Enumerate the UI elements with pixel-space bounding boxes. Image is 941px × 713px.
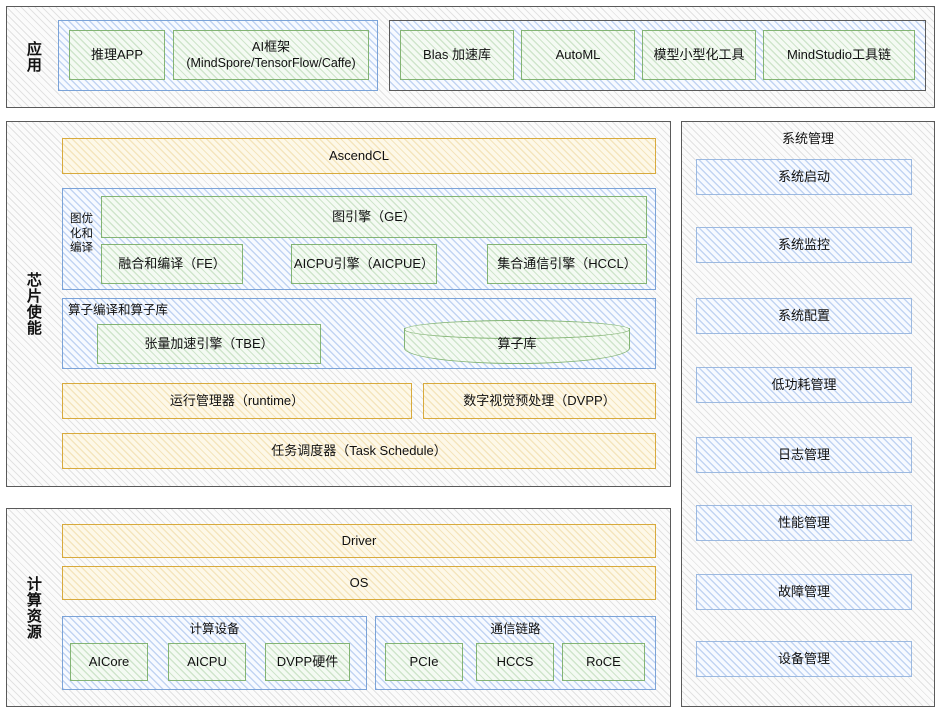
sysmgmt-item-performance[interactable]: 性能管理 bbox=[696, 505, 912, 541]
chip-enablement-section-label: 芯片使能 bbox=[10, 123, 56, 485]
aicore-box[interactable]: AICore bbox=[70, 643, 148, 681]
sysmgmt-item-system-boot[interactable]: 系统启动 bbox=[696, 159, 912, 195]
fusion-engine-box[interactable]: 融合和编译（FE） bbox=[101, 244, 243, 284]
sysmgmt-item-system-config[interactable]: 系统配置 bbox=[696, 298, 912, 334]
app-item-model-compression[interactable]: 模型小型化工具 bbox=[642, 30, 756, 80]
graph-engine-box[interactable]: 图引擎（GE） bbox=[101, 196, 647, 238]
operator-library-label: 算子库 bbox=[497, 335, 537, 351]
os-box[interactable]: OS bbox=[62, 566, 656, 600]
app-item-automl[interactable]: AutoML bbox=[521, 30, 635, 80]
graph-opt-label-line3: 编译 bbox=[70, 242, 93, 255]
hccl-engine-box[interactable]: 集合通信引擎（HCCL） bbox=[487, 244, 647, 284]
system-management-heading: 系统管理 bbox=[781, 131, 834, 146]
sysmgmt-item-fault-management[interactable]: 故障管理 bbox=[696, 574, 912, 610]
communication-links-group-label: 通信链路 bbox=[490, 622, 541, 636]
aicpu-engine-box[interactable]: AICPU引擎（AICPUE） bbox=[291, 244, 437, 284]
task-schedule-box[interactable]: 任务调度器（Task Schedule） bbox=[62, 433, 656, 469]
operator-group-label: 算子编译和算子库 bbox=[68, 303, 169, 317]
sysmgmt-item-low-power[interactable]: 低功耗管理 bbox=[696, 367, 912, 403]
aicpu-box[interactable]: AICPU bbox=[168, 643, 246, 681]
driver-box[interactable]: Driver bbox=[62, 524, 656, 558]
computing-resource-section-label-text: 计算资源 bbox=[24, 575, 42, 640]
operator-library-cylinder-top bbox=[404, 320, 630, 339]
computing-resource-section-label: 计算资源 bbox=[10, 510, 56, 705]
pcie-box[interactable]: PCIe bbox=[385, 643, 463, 681]
app-item-inference[interactable]: 推理APP bbox=[69, 30, 165, 80]
chip-enablement-section-label-text: 芯片使能 bbox=[24, 272, 42, 336]
graph-opt-label-line1: 图优 bbox=[70, 213, 93, 225]
application-section-label: 应用 bbox=[10, 8, 56, 106]
application-section-label-text: 应用 bbox=[24, 41, 42, 73]
system-management-section bbox=[681, 121, 935, 707]
sysmgmt-item-system-monitor[interactable]: 系统监控 bbox=[696, 227, 912, 263]
tbe-box[interactable]: 张量加速引擎（TBE） bbox=[97, 324, 321, 364]
app-item-ai-framework[interactable]: AI框架 (MindSpore/TensorFlow/Caffe) bbox=[173, 30, 369, 80]
graph-optimization-group-label: 图优 化和 编译 bbox=[70, 212, 100, 256]
operator-library-cylinder[interactable]: 算子库 bbox=[404, 320, 630, 364]
hccs-box[interactable]: HCCS bbox=[476, 643, 554, 681]
graph-opt-label-line2: 化和 bbox=[70, 227, 93, 240]
roce-box[interactable]: RoCE bbox=[562, 643, 645, 681]
app-item-ai-framework-line1: AI框架 bbox=[251, 38, 291, 54]
sysmgmt-item-log-management[interactable]: 日志管理 bbox=[696, 437, 912, 473]
dvpp-hardware-box[interactable]: DVPP硬件 bbox=[265, 643, 350, 681]
compute-devices-group-label: 计算设备 bbox=[189, 622, 240, 636]
dvpp-box[interactable]: 数字视觉预处理（DVPP） bbox=[423, 383, 656, 419]
ascendcl-box[interactable]: AscendCL bbox=[62, 138, 656, 174]
app-item-blas[interactable]: Blas 加速库 bbox=[400, 30, 514, 80]
runtime-box[interactable]: 运行管理器（runtime） bbox=[62, 383, 412, 419]
app-item-mindstudio[interactable]: MindStudio工具链 bbox=[763, 30, 915, 80]
sysmgmt-item-device-management[interactable]: 设备管理 bbox=[696, 641, 912, 677]
app-item-ai-framework-line2: (MindSpore/TensorFlow/Caffe) bbox=[186, 56, 356, 71]
